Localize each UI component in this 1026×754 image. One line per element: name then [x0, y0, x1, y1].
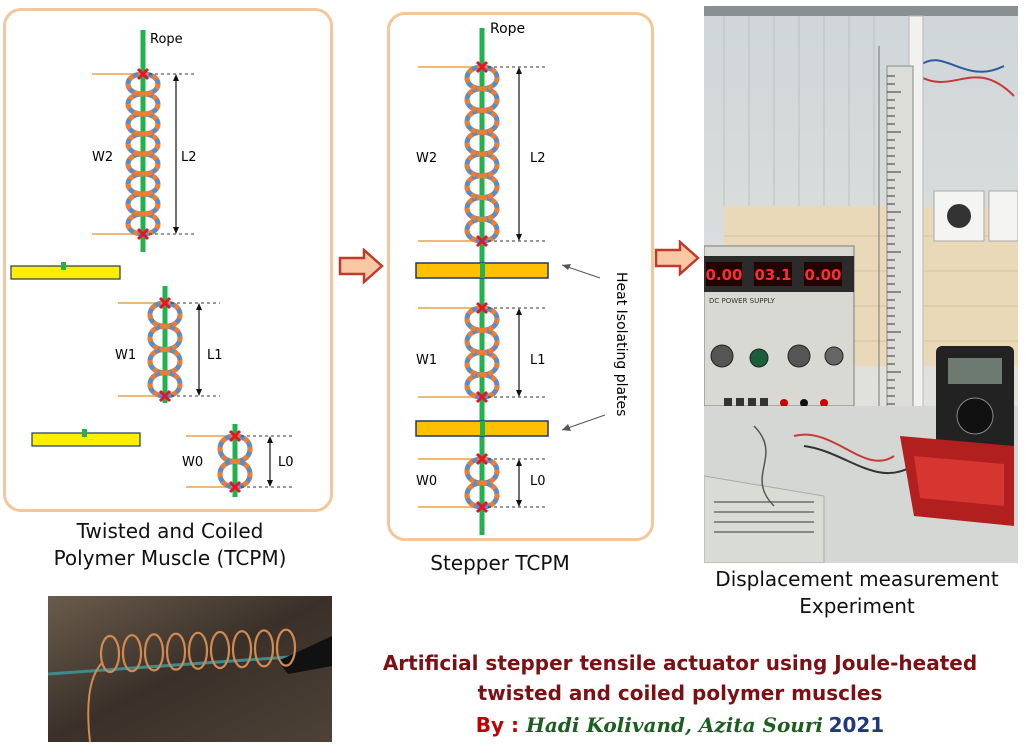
anchor-marker — [136, 227, 150, 241]
length-label-l1: L1 — [207, 348, 223, 363]
anchor-marker — [475, 390, 489, 404]
anchor-marker — [228, 480, 242, 494]
arrow-right-icon — [338, 248, 384, 285]
byline-label: By : — [475, 713, 526, 737]
coil-stripe — [464, 456, 500, 510]
anchor-marker — [475, 500, 489, 514]
anchor-marker — [475, 234, 489, 248]
coil-stripe — [217, 433, 253, 490]
arrowhead — [516, 308, 522, 315]
weight-label-w2: W2 — [416, 151, 437, 166]
rope-segment — [480, 421, 485, 436]
tcpm-caption-line1: Twisted and Coiled — [76, 519, 264, 543]
rope-stub — [82, 429, 87, 437]
copper-coil-loop — [187, 631, 209, 670]
arrow-right-icon — [654, 240, 700, 277]
length-label-l2: L2 — [181, 150, 197, 165]
rope-label: Rope — [150, 32, 183, 47]
arrowhead — [516, 459, 522, 466]
rope-label: Rope — [490, 21, 525, 37]
copper-coil-loop — [209, 630, 231, 670]
coil-stripe — [147, 300, 183, 399]
length-label-l0: L0 — [530, 474, 546, 489]
title-line1: Artificial stepper tensile actuator usin… — [382, 651, 978, 675]
copper-coil-loop — [99, 634, 121, 674]
anchor-marker — [475, 301, 489, 315]
copper-coil-loop — [121, 634, 143, 673]
anchor-marker — [475, 60, 489, 74]
arrowhead — [196, 303, 202, 310]
length-label-l2: L2 — [530, 151, 546, 166]
coil-photo — [48, 596, 332, 742]
publication-year: 2021 — [828, 713, 885, 737]
copper-coil-loop — [231, 630, 253, 669]
stepper-diagram: Rope Heat Isolating plates W2 L2 W1 L1 W… — [415, 21, 629, 535]
length-label-l1: L1 — [530, 353, 546, 368]
arrowhead — [516, 234, 522, 241]
display-voltage-a: 0.00 — [705, 266, 742, 284]
experiment-photo: 0.00 03.1 0.00 DC POWER SUPPLY — [704, 6, 1018, 563]
copper-coil-loop — [143, 633, 165, 672]
arrowhead — [173, 74, 179, 81]
arrowhead — [173, 227, 179, 234]
weight-label-w0: W0 — [182, 455, 203, 470]
anchor-marker — [158, 389, 172, 403]
copper-coil-loop — [253, 629, 275, 668]
tcpm-caption: Twisted and Coiled Polymer Muscle (TCPM) — [10, 518, 330, 572]
copper-coil-loop — [165, 632, 187, 671]
weight-label-w1: W1 — [115, 348, 136, 363]
weight-label-w2: W2 — [92, 150, 113, 165]
title-line2: twisted and coiled polymer muscles — [477, 681, 883, 705]
anchor-marker — [475, 452, 489, 466]
stepper-caption: Stepper TCPM — [430, 551, 570, 575]
coil-loop — [125, 71, 161, 237]
arrowhead — [516, 67, 522, 74]
tcpm-caption-line2: Polymer Muscle (TCPM) — [53, 546, 287, 570]
weight-label-w1: W1 — [416, 353, 437, 368]
length-label-l0: L0 — [278, 455, 294, 470]
arrowhead — [516, 500, 522, 507]
copper-coil-loop — [275, 628, 297, 667]
coil-stripe — [464, 305, 500, 400]
paper-title: Artificial stepper tensile actuator usin… — [340, 648, 1020, 708]
display-voltage-b: 03.1 — [754, 266, 791, 284]
arrowhead — [516, 390, 522, 397]
anchor-marker — [136, 67, 150, 81]
arrowhead — [267, 480, 273, 487]
rope-stub — [61, 262, 66, 270]
anchor-marker — [158, 296, 172, 310]
coil-photo-scene — [48, 596, 332, 742]
pointer-arrowhead — [562, 424, 571, 431]
experiment-scene: 0.00 03.1 0.00 DC POWER SUPPLY — [704, 6, 1018, 563]
arrowhead — [196, 389, 202, 396]
display-current: 0.00 — [804, 266, 841, 284]
coil-group — [92, 30, 292, 497]
author-names: Hadi Kolivand, Azita Souri — [525, 713, 823, 737]
arrowhead — [267, 436, 273, 443]
tcpm-diagram: Rope W2 L2 W1 L1 W0 L0 — [10, 30, 294, 497]
pointer-arrowhead — [562, 264, 571, 270]
coil-group — [418, 28, 548, 535]
power-supply-label: DC POWER SUPPLY — [709, 297, 776, 305]
tcpm-panel — [3, 8, 333, 512]
rope-segment — [480, 263, 485, 278]
experiment-caption-line2: Experiment — [799, 594, 915, 618]
experiment-caption-line1: Displacement measurement — [715, 567, 999, 591]
coil-stripe — [464, 64, 500, 244]
heat-plates-label: Heat Isolating plates — [613, 272, 629, 416]
anchor-marker — [228, 429, 242, 443]
byline: By : Hadi Kolivand, Azita Souri 2021 — [340, 713, 1020, 738]
experiment-caption: Displacement measurement Experiment — [700, 566, 1014, 620]
weight-label-w0: W0 — [416, 474, 437, 489]
